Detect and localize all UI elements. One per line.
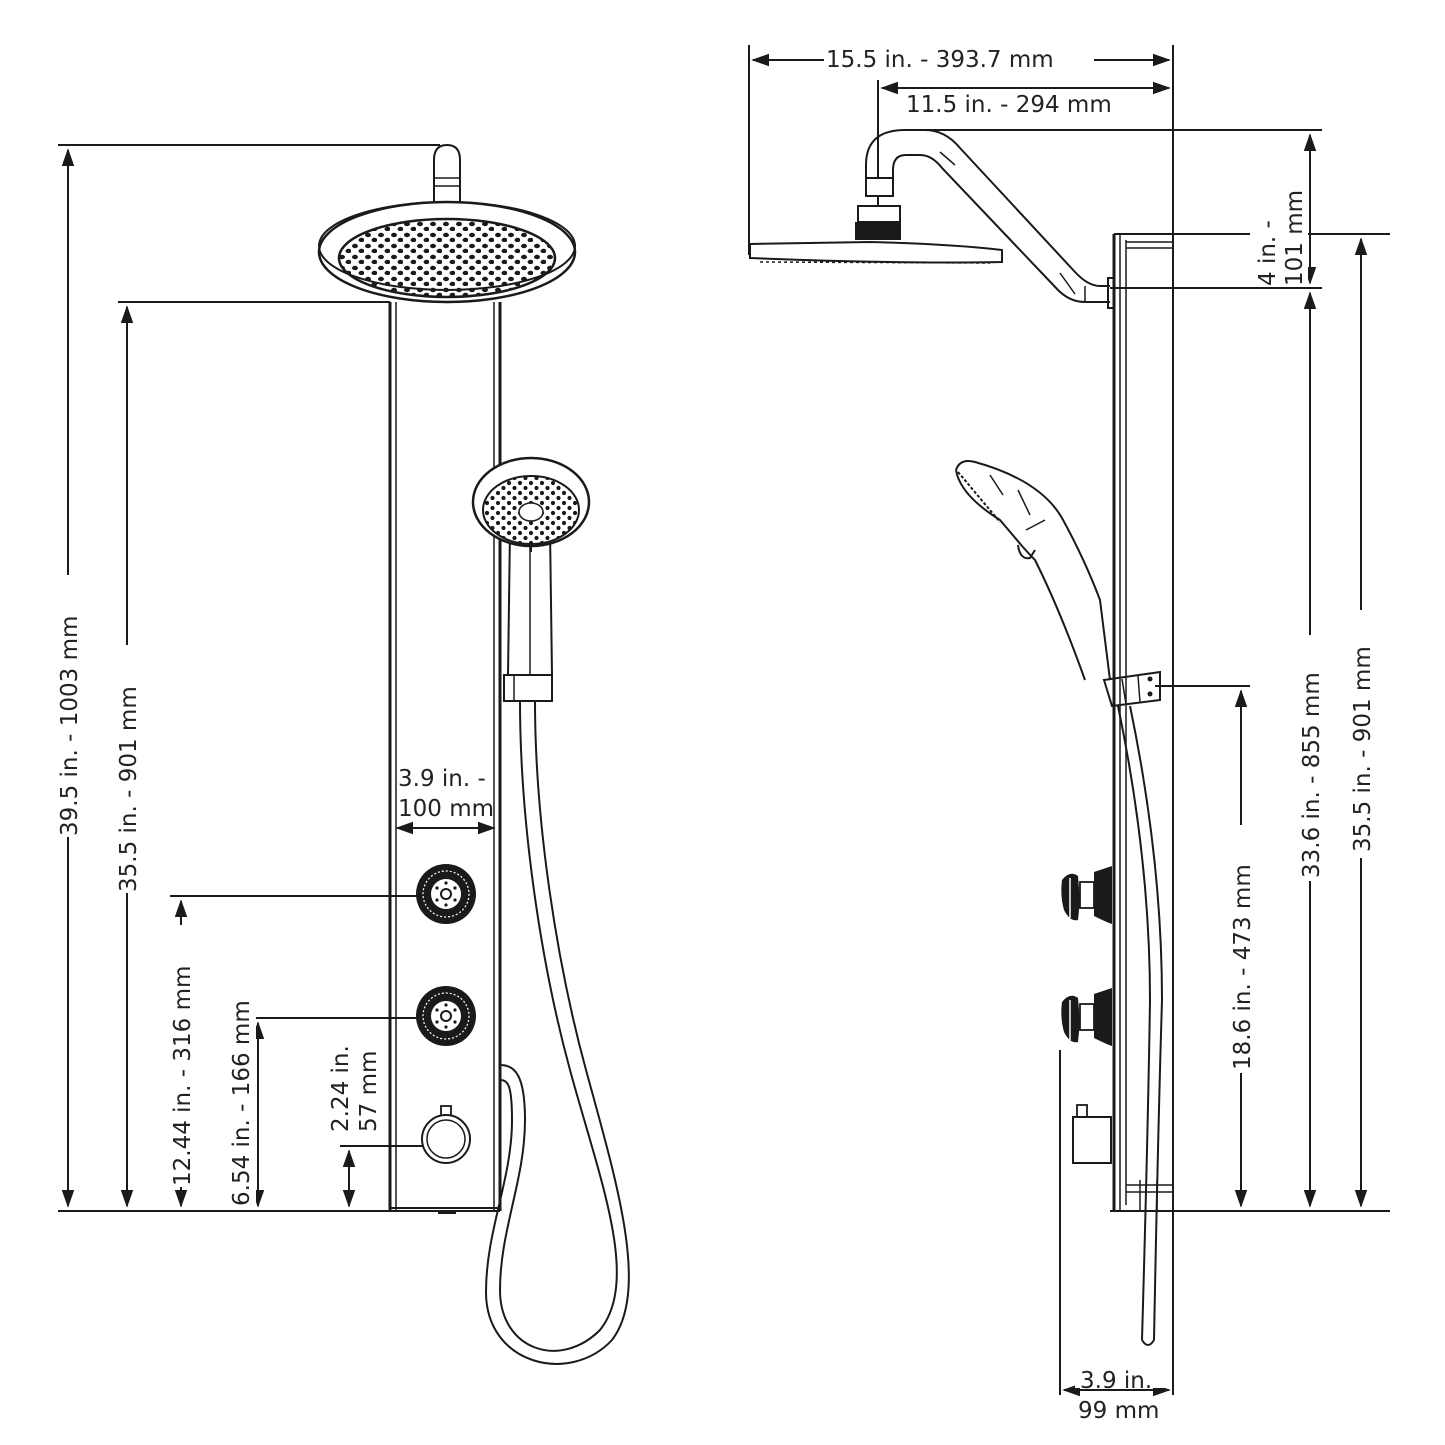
overall-projection-label: 15.5 in. - 393.7 mm xyxy=(826,47,1054,73)
body-jet-lower-side xyxy=(1061,988,1112,1046)
front-view: 39.5 in. - 1003 mm 35.5 in. - 901 mm 12.… xyxy=(52,143,630,1365)
knob-height-label-inches: 2.24 in. xyxy=(328,1045,354,1132)
control-knob-front xyxy=(421,1105,471,1164)
rain-shower-head-front xyxy=(317,200,577,304)
lower-jet-height-label: 6.54 in. - 166 mm xyxy=(229,1000,255,1206)
hand-shower-holder-side xyxy=(1102,670,1161,708)
hand-shower-side xyxy=(955,460,1111,681)
panel-depth-label-mm: 99 mm xyxy=(1078,1398,1159,1424)
side-view: 15.5 in. - 393.7 mm 11.5 in. - 294 mm 4 … xyxy=(748,44,1390,1424)
panel-height-label-front: 35.5 in. - 901 mm xyxy=(116,686,142,892)
arm-rise-label-mm: 101 mm xyxy=(1282,190,1308,286)
panel-height-label-side: 35.5 in. - 901 mm xyxy=(1350,646,1376,852)
panel-width-label-mm: 100 mm xyxy=(398,796,494,822)
arm-outlet-height-label: 33.6 in. - 855 mm xyxy=(1299,672,1325,878)
shower-arm-stub xyxy=(433,143,461,205)
upper-jet-height-label: 12.44 in. - 316 mm xyxy=(170,966,196,1186)
body-jet-upper-front xyxy=(416,864,476,924)
panel-width-label-inches: 3.9 in. - xyxy=(398,766,486,792)
holder-height-label: 18.6 in. - 473 mm xyxy=(1230,864,1256,1070)
total-height-label: 39.5 in. - 1003 mm xyxy=(57,616,83,836)
shower-arm-side xyxy=(865,129,1115,309)
arm-rise-label-inches: 4 in. - xyxy=(1255,220,1281,286)
shower-hose-front xyxy=(484,700,630,1365)
panel-depth-label-inches: 3.9 in. xyxy=(1080,1368,1152,1394)
rain-shower-head-side xyxy=(749,177,1003,264)
control-knob-side xyxy=(1072,1104,1112,1164)
shower-hose-side xyxy=(1117,705,1164,1346)
body-jet-upper-side xyxy=(1061,866,1112,924)
knob-height-label-mm: 57 mm xyxy=(356,1051,382,1132)
hand-shower-front xyxy=(471,456,591,702)
panel-body-front xyxy=(388,302,502,1214)
body-jet-lower-front xyxy=(416,986,476,1046)
panel-body-side xyxy=(1112,233,1173,1211)
arm-projection-label: 11.5 in. - 294 mm xyxy=(906,92,1112,118)
